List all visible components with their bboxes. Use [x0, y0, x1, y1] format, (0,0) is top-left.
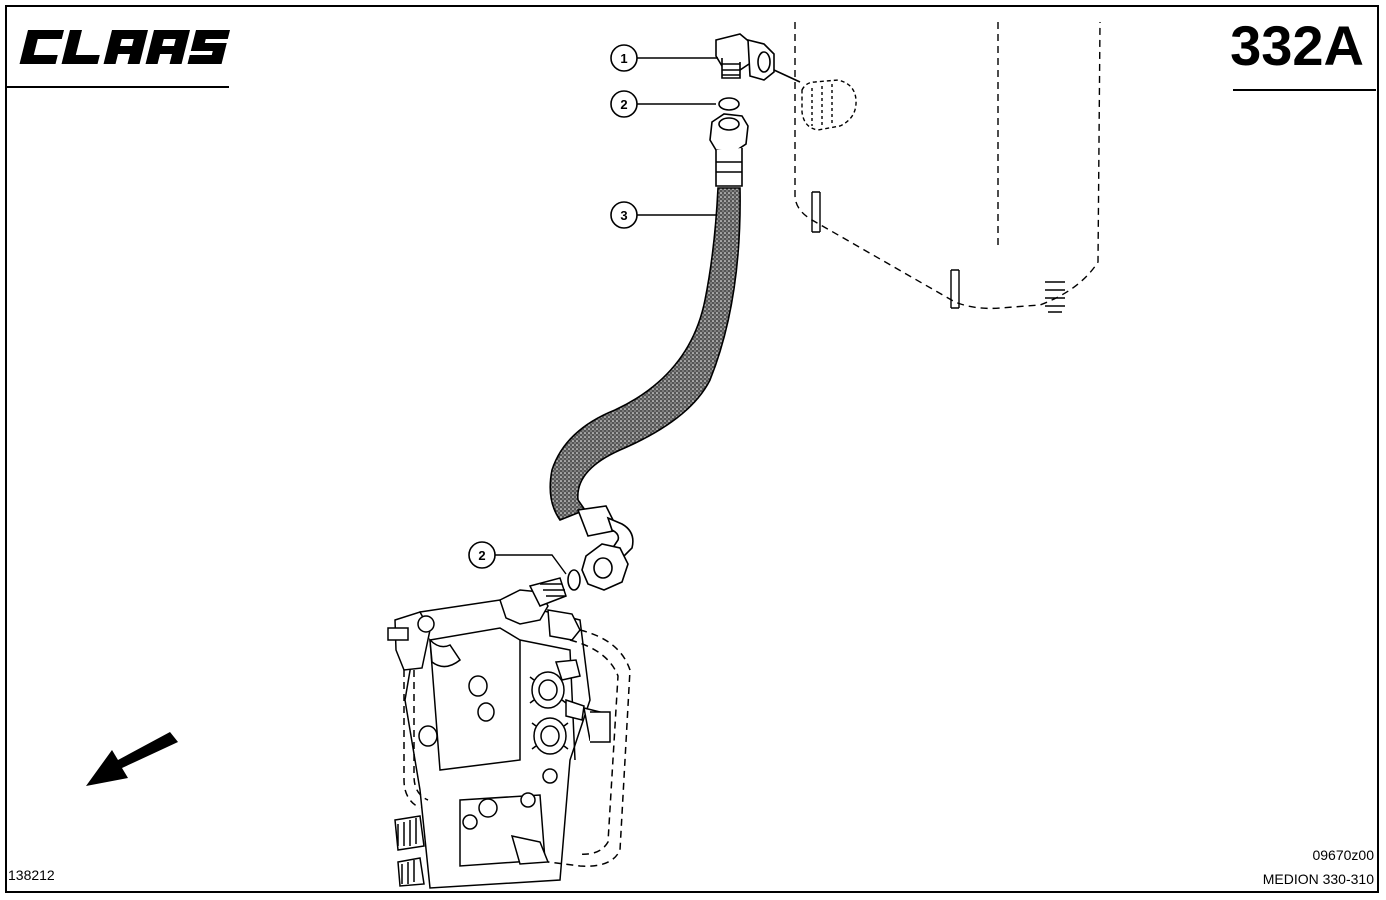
figure-code: 09670z00: [1312, 847, 1374, 863]
hose-upper-nut: [709, 113, 749, 187]
hydraulic-tank: [794, 21, 1101, 313]
page-number: 332A: [1230, 14, 1364, 77]
page-number-underline: [1233, 89, 1376, 91]
hose-lower-fitting: [576, 505, 634, 591]
model-name: MEDION 330-310: [1262, 871, 1374, 887]
claas-logo: [19, 30, 231, 64]
drawing-number: 138212: [8, 867, 55, 883]
logo-underline: [7, 86, 229, 88]
drawing-frame: [5, 5, 1379, 893]
leader-lines: [495, 57, 718, 575]
control-valve-block: [387, 577, 631, 889]
arrow-down-left-icon: [86, 732, 178, 786]
elbow-fitting: [715, 33, 801, 83]
o-ring-upper: [718, 97, 740, 111]
o-ring-lower: [567, 569, 581, 591]
hydraulic-hose: [549, 187, 741, 521]
